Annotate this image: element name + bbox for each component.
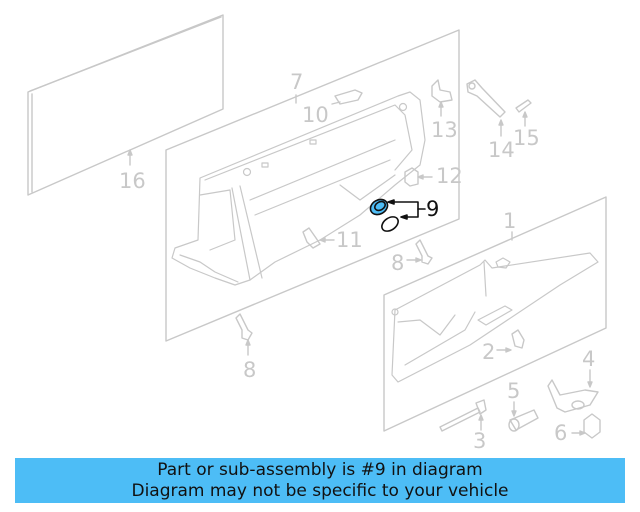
part-15-pin <box>515 99 532 127</box>
part-13-bracket <box>431 79 453 117</box>
callout-3: 3 <box>473 429 487 453</box>
part-1-glovebox-door <box>391 252 599 383</box>
part-11-bumper <box>302 227 335 249</box>
caption-banner: Part or sub-assembly is #9 in diagram Di… <box>15 458 625 503</box>
callout-9[interactable]: 9 <box>426 197 440 221</box>
callout-2: 2 <box>482 340 496 364</box>
callout-6: 6 <box>554 421 568 445</box>
callout-5: 5 <box>507 379 521 403</box>
callout-7: 7 <box>290 70 304 94</box>
callout-12: 12 <box>436 164 463 188</box>
callout-8-upper: 8 <box>391 251 405 275</box>
callout-10: 10 <box>302 103 329 127</box>
part-14-strut <box>466 79 506 137</box>
callout-8-lower: 8 <box>243 358 257 382</box>
part-9-cap-and-seal <box>369 198 426 232</box>
callout-13: 13 <box>431 118 458 142</box>
part-10-clip <box>331 89 363 105</box>
callout-15: 15 <box>513 126 540 150</box>
parts-diagram: 1 2 3 4 5 6 7 8 8 9 10 11 12 13 14 15 16 <box>27 14 607 453</box>
callout-16: 16 <box>119 169 146 193</box>
part-2-bumper <box>496 329 525 353</box>
part-8-screw-upper <box>406 239 433 265</box>
callout-11: 11 <box>336 228 363 252</box>
caption-line-1: Part or sub-assembly is #9 in diagram <box>157 459 483 480</box>
part-16-panel <box>27 14 224 196</box>
part-7-plate <box>165 29 460 342</box>
part-12-clip <box>404 167 433 187</box>
part-4-latch <box>547 369 599 413</box>
callout-1: 1 <box>503 209 517 233</box>
part-7-housing <box>171 91 426 286</box>
part-3-bolt <box>439 399 487 432</box>
part-5-screw <box>508 401 539 432</box>
callout-14: 14 <box>488 138 515 162</box>
part-6-bushing <box>571 413 601 439</box>
parts-diagram-drawing <box>27 14 607 439</box>
part-1-plate <box>383 196 607 432</box>
part-8-screw-lower <box>235 313 253 356</box>
caption-line-2: Diagram may not be specific to your vehi… <box>131 480 509 501</box>
callout-4: 4 <box>582 347 596 371</box>
